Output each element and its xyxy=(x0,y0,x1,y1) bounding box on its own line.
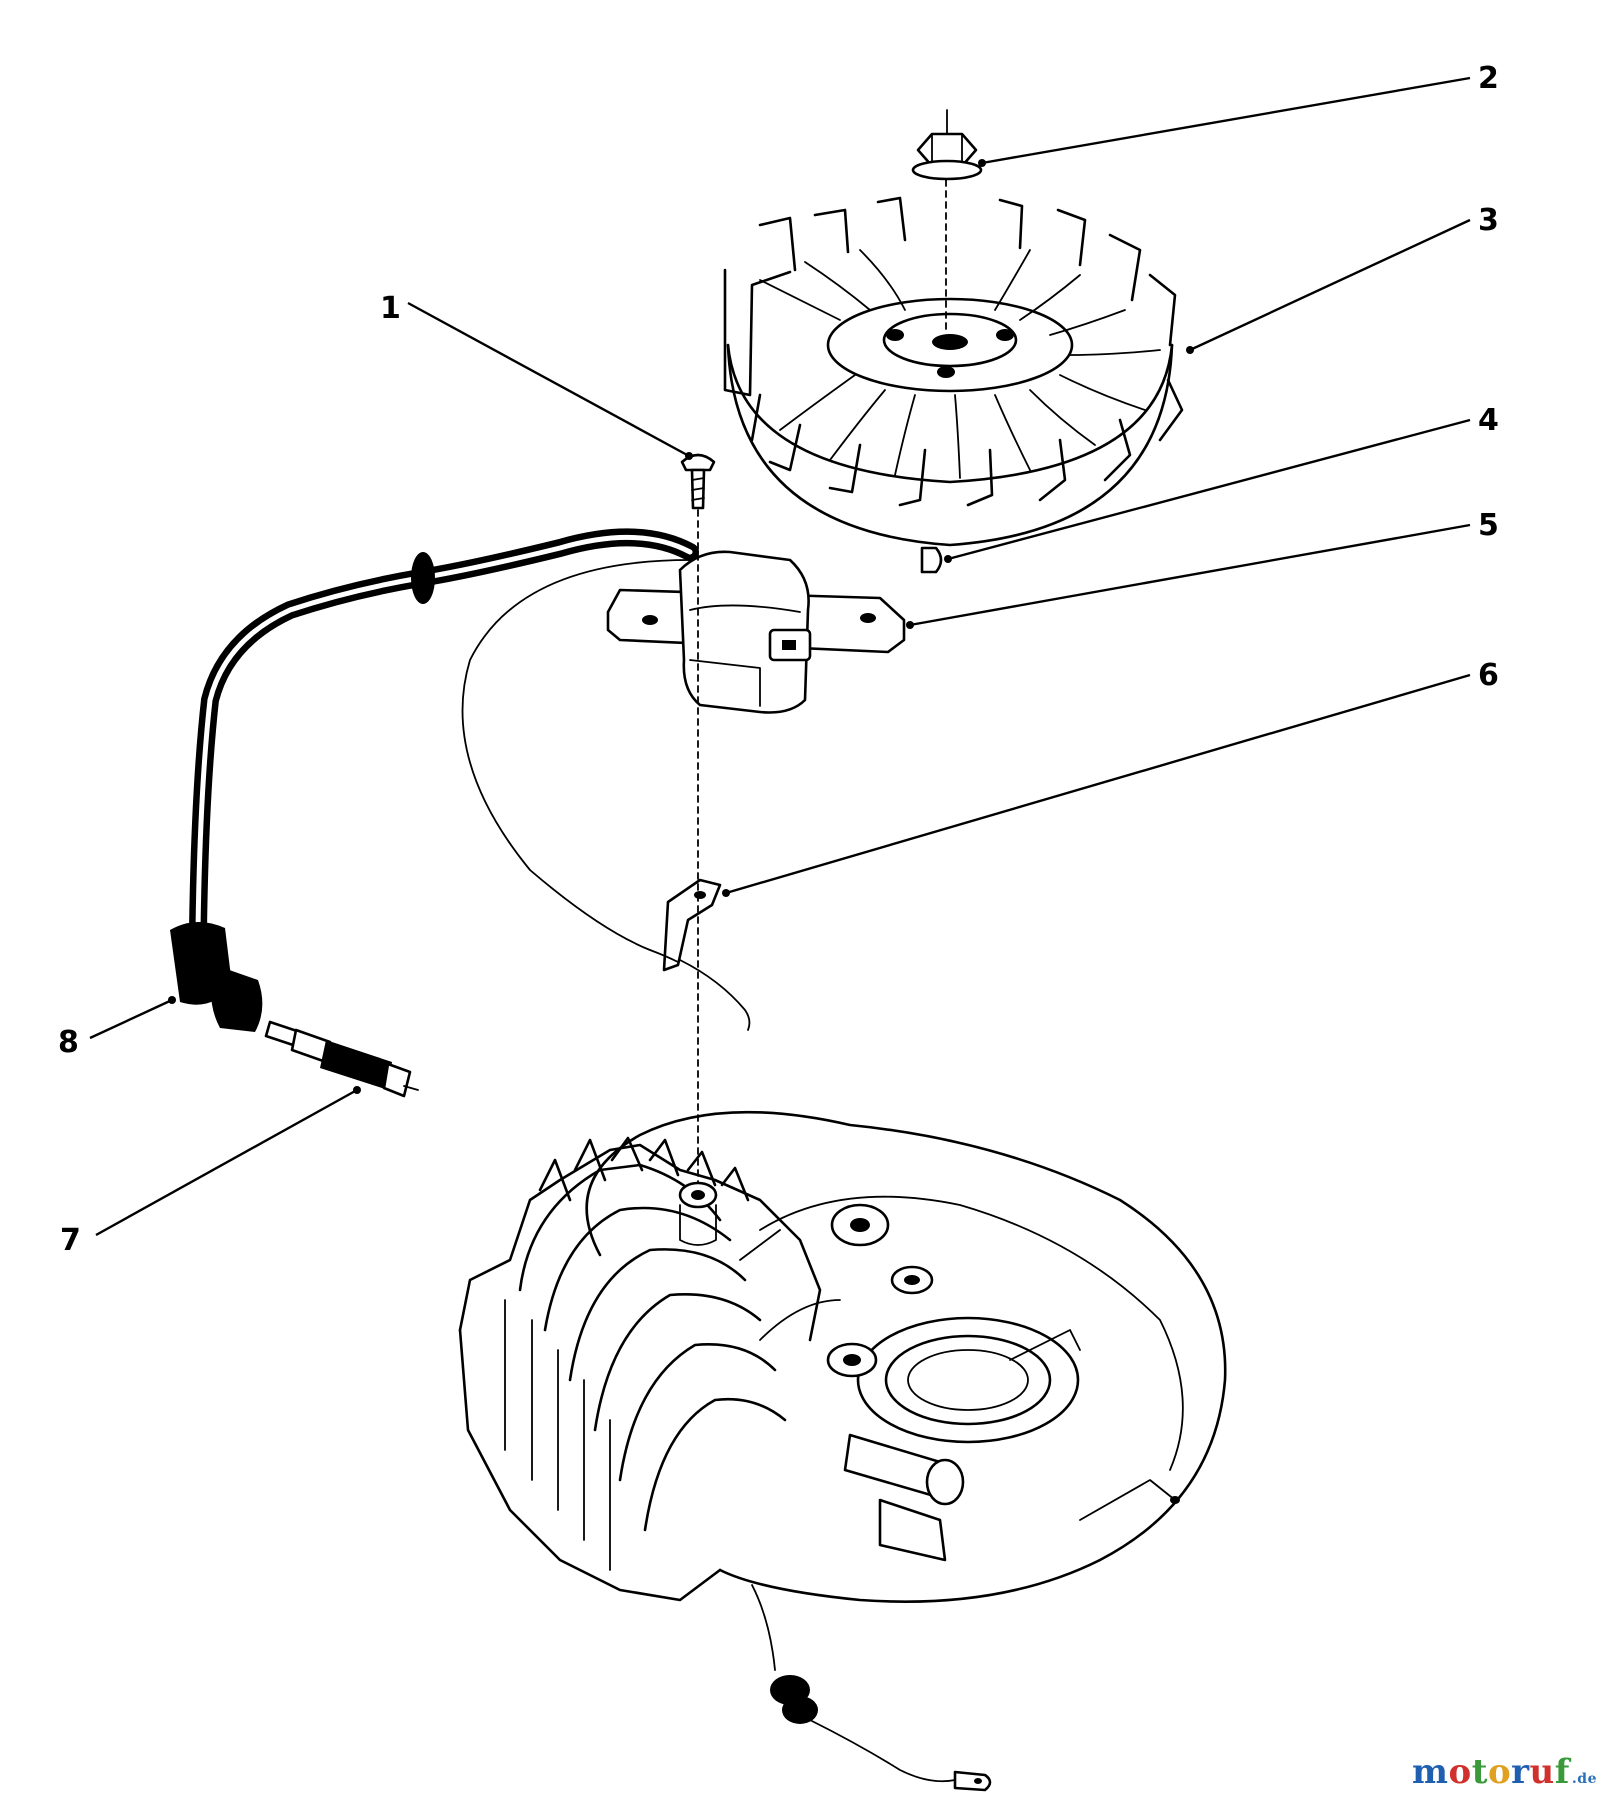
watermark-text: motoruf xyxy=(1412,1752,1570,1792)
callout-5: 5 xyxy=(1478,508,1499,543)
callout-labels: 1 2 3 4 5 6 7 8 xyxy=(58,61,1499,1258)
engine-block xyxy=(458,1110,1227,1603)
ignition-module xyxy=(606,550,906,714)
spark-plug-wire xyxy=(170,528,699,1032)
watermark-letter: u xyxy=(1529,1752,1555,1792)
callout-7: 7 xyxy=(60,1223,81,1258)
leader-lines xyxy=(89,76,1471,1237)
flywheel-key xyxy=(920,546,943,574)
callout-3: 3 xyxy=(1478,203,1499,238)
flywheel xyxy=(723,196,1184,547)
watermark-letter: f xyxy=(1554,1752,1570,1792)
ground-wire xyxy=(751,1584,992,1792)
mounting-screw xyxy=(680,453,716,510)
callout-6: 6 xyxy=(1478,658,1499,693)
callout-2: 2 xyxy=(1478,61,1499,96)
watermark-letter: r xyxy=(1511,1752,1530,1792)
wire-clip xyxy=(649,878,751,1031)
watermark-letter: t xyxy=(1471,1752,1488,1792)
callout-1: 1 xyxy=(380,291,401,326)
callout-8: 8 xyxy=(58,1025,79,1060)
watermark-logo: motoruf.de xyxy=(1412,1752,1597,1792)
flywheel-nut xyxy=(911,109,983,181)
watermark-letter: m xyxy=(1412,1752,1449,1792)
watermark-letter: o xyxy=(1448,1752,1472,1792)
spark-plug xyxy=(264,1020,419,1098)
callout-4: 4 xyxy=(1478,403,1499,438)
watermark-letter: o xyxy=(1487,1752,1512,1792)
watermark-suffix: .de xyxy=(1571,1771,1597,1787)
